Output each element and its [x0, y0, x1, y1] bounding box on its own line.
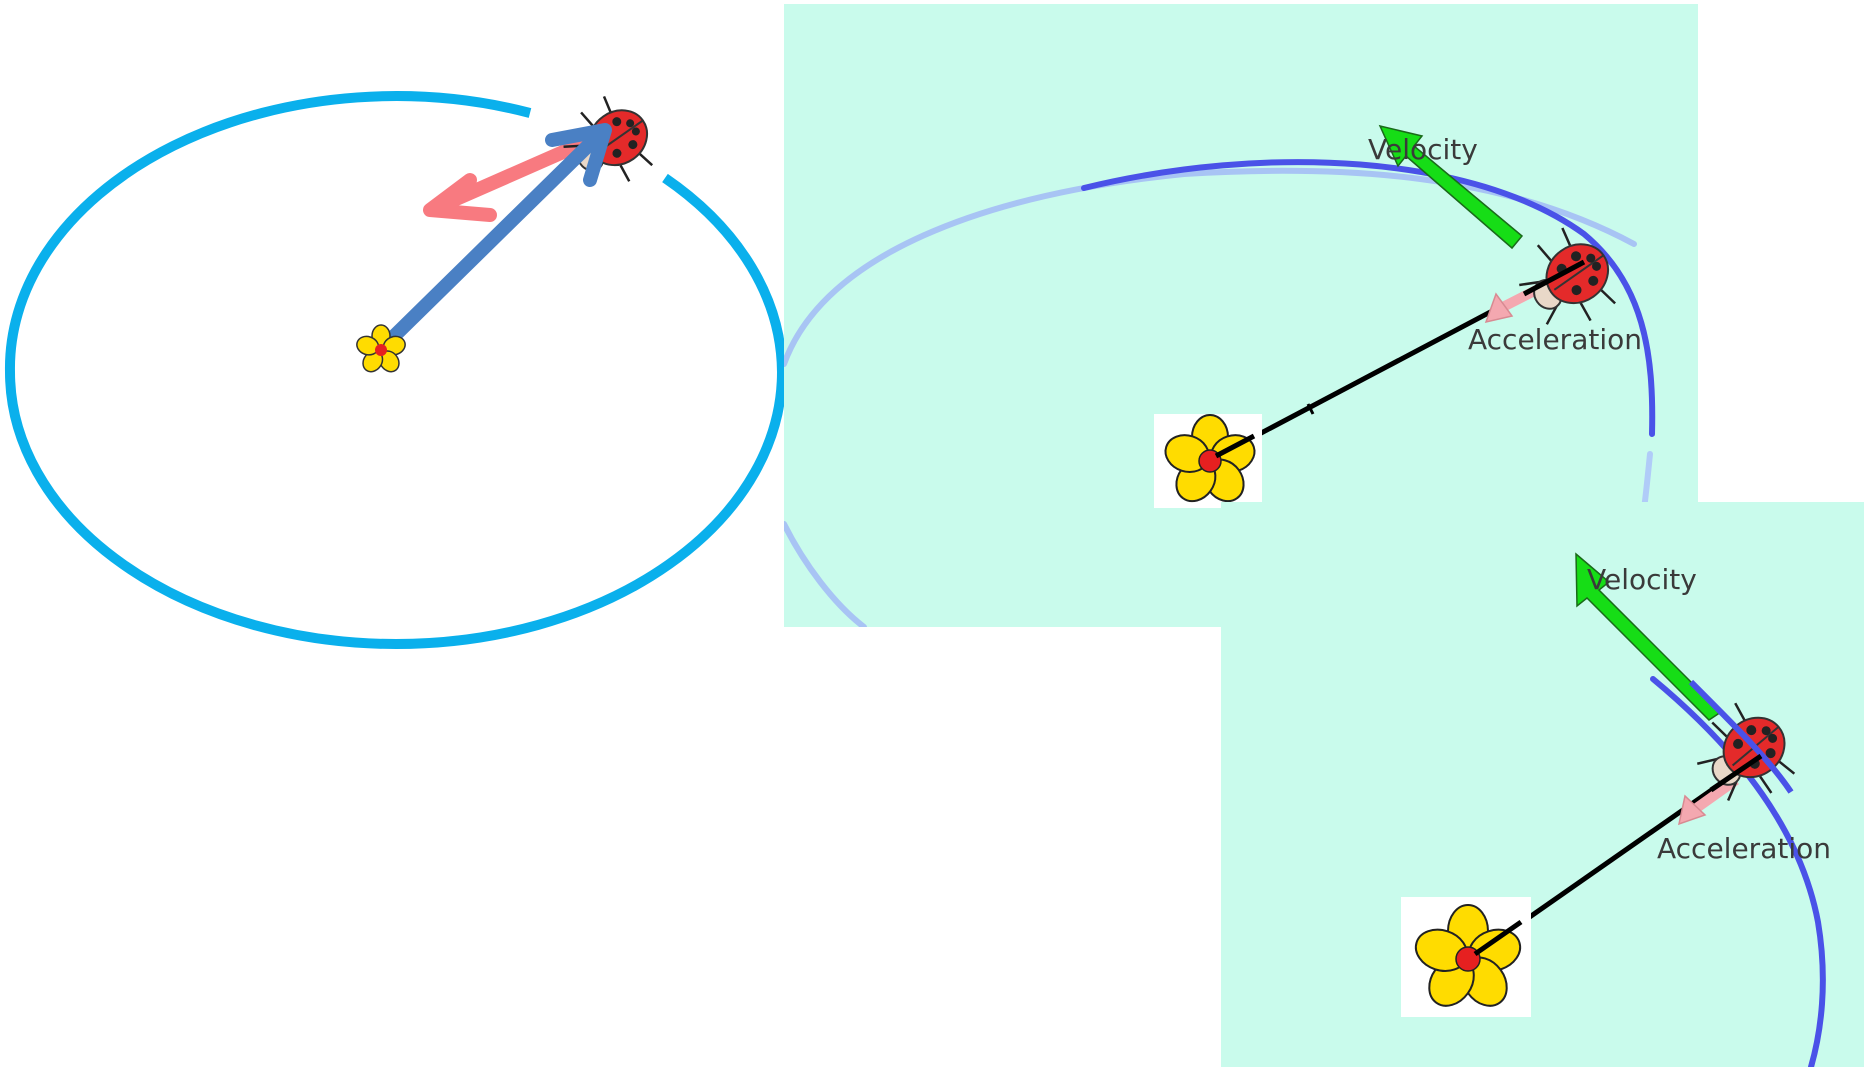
simple-orbit-diagram [0, 0, 790, 700]
simulation-svg-bottom: Velocity Acceleration [1221, 502, 1864, 1067]
acceleration-label: Acceleration [1657, 832, 1831, 865]
velocity-label: Velocity [1368, 133, 1478, 166]
velocity-label: Velocity [1587, 563, 1697, 596]
simulation-panel-bottom: Velocity Acceleration [1221, 502, 1864, 1067]
orbit-trail [1650, 676, 1826, 1067]
velocity-arrow [1575, 552, 1723, 721]
acceleration-label: Acceleration [1468, 323, 1642, 356]
flower-icon [356, 324, 406, 373]
flower-icon [1154, 414, 1262, 508]
radius-arrow [373, 123, 612, 357]
flower-icon [1401, 897, 1531, 1017]
simple-orbit-svg [4, 91, 788, 649]
acceleration-arrow [423, 131, 602, 222]
orbit-trail [1081, 159, 1656, 437]
orbit-ellipse [4, 91, 788, 649]
velocity-arrow [1378, 124, 1524, 250]
orbit-trail-faded-lower [784, 521, 867, 627]
